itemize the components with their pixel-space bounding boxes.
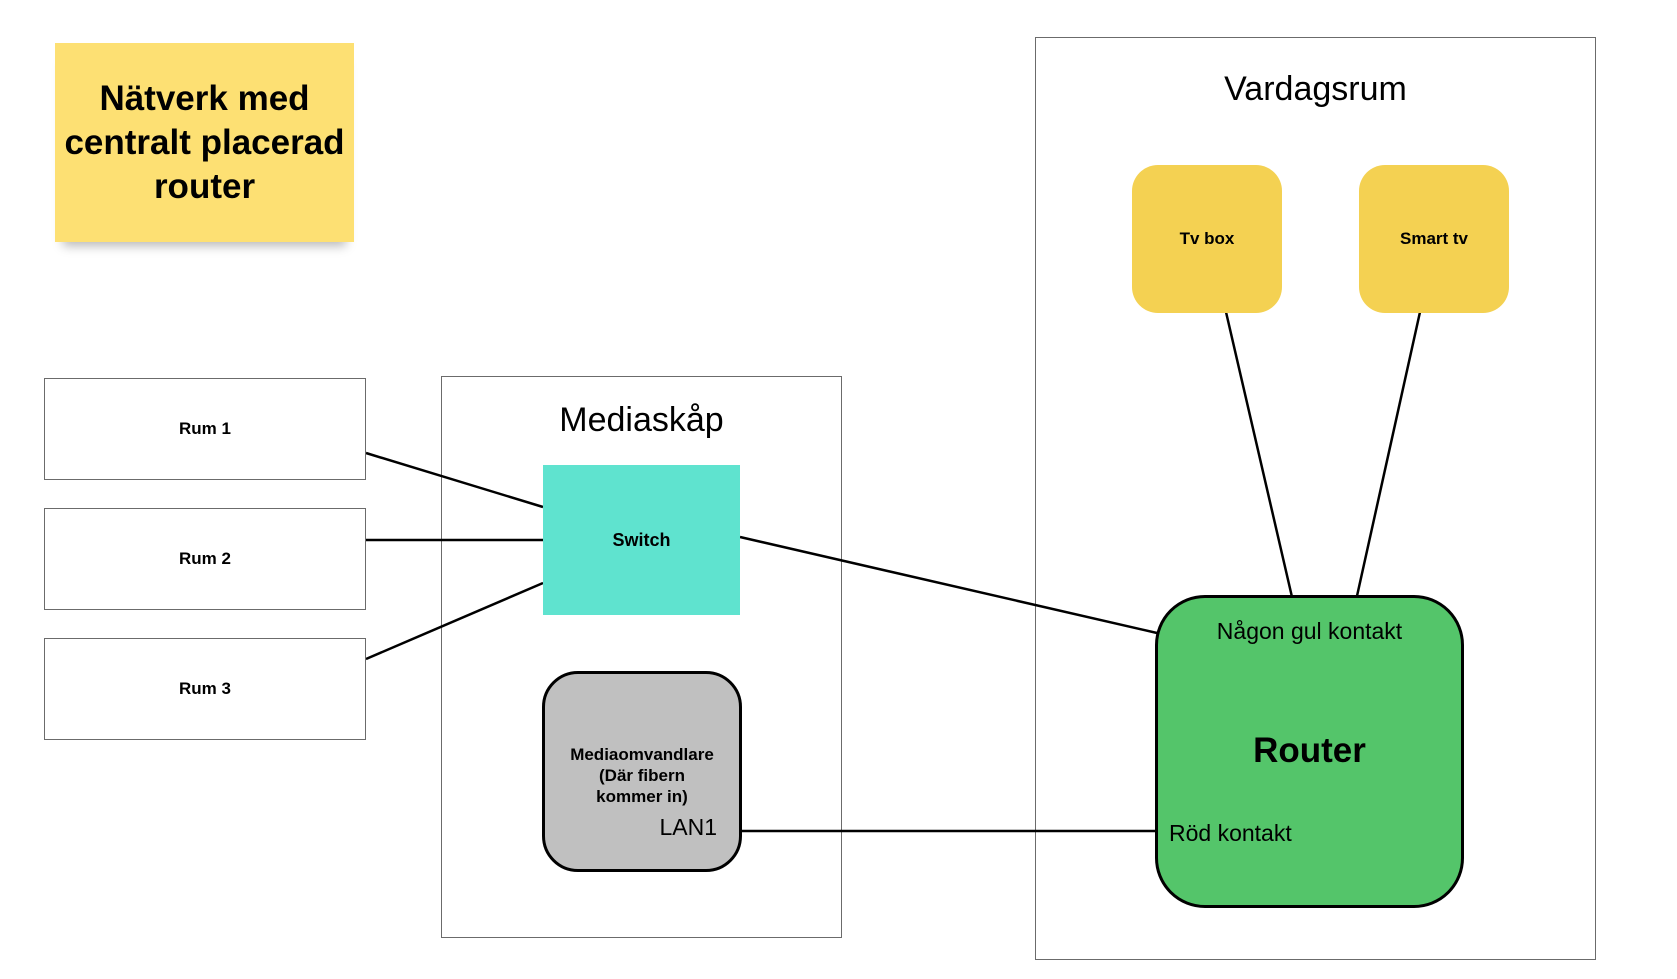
title-line-2: centralt placerad	[64, 122, 345, 162]
media-converter-line-1: Mediaomvandlare	[570, 745, 714, 764]
room-3-box[interactable]: Rum 3	[44, 638, 366, 740]
media-cabinet-title: Mediaskåp	[559, 401, 724, 439]
room-1-box[interactable]: Rum 1	[44, 378, 366, 480]
lan1-port-label: LAN1	[659, 814, 717, 840]
room-2-box[interactable]: Rum 2	[44, 508, 366, 610]
title-line-1: Nätverk med	[99, 78, 310, 118]
title-line-3: router	[153, 166, 256, 206]
router-title: Router	[1253, 731, 1366, 770]
media-converter-node[interactable]: Mediaomvandlare (Där fibern kommer in) L…	[542, 671, 742, 872]
tv-box-node[interactable]: Tv box	[1132, 165, 1282, 313]
switch-label: Switch	[612, 529, 671, 550]
router-node[interactable]: Någon gul kontakt Router Röd kontakt	[1155, 595, 1464, 908]
smart-tv-node[interactable]: Smart tv	[1359, 165, 1509, 313]
router-yellow-port-label: Någon gul kontakt	[1216, 618, 1403, 644]
room-2-label: Rum 2	[179, 549, 231, 568]
room-3-label: Rum 3	[179, 679, 231, 698]
media-converter-line-2: (Där fibern	[599, 766, 685, 785]
living-room-title: Vardagsrum	[1224, 70, 1407, 108]
media-converter-label: Mediaomvandlare (Där fibern kommer in)	[545, 744, 739, 807]
smart-tv-label: Smart tv	[1399, 229, 1469, 248]
tv-box-label: Tv box	[1179, 229, 1235, 248]
router-red-port-label: Röd kontakt	[1169, 820, 1292, 846]
room-1-label: Rum 1	[179, 419, 231, 438]
title-sticky-note[interactable]: Nätverk med centralt placerad router	[55, 43, 354, 242]
media-converter-line-3: kommer in)	[596, 787, 688, 806]
switch-node[interactable]: Switch	[543, 465, 740, 615]
